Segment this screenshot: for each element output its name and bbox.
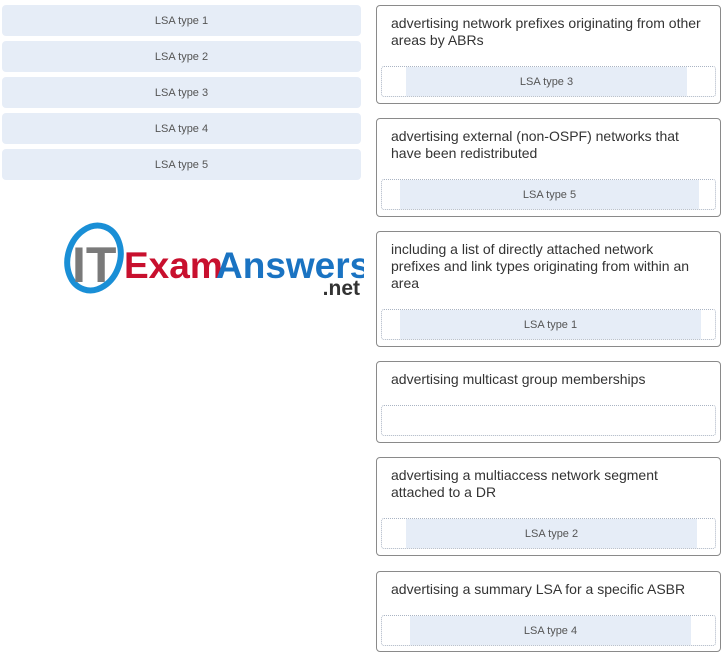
target-description: advertising a multiaccess network segmen… [391,467,658,500]
drag-item-lsa-type-4[interactable]: LSA type 4 [2,113,361,144]
logo-ring-icon [64,222,124,294]
dropped-answer[interactable]: LSA type 2 [406,519,697,548]
drag-item-lsa-type-2[interactable]: LSA type 2 [2,41,361,72]
target-card-3: including a list of directly attached ne… [376,231,721,347]
drop-zone[interactable]: LSA type 5 [381,179,716,210]
target-card-1: advertising network prefixes originating… [376,5,721,104]
target-card-4: advertising multicast group memberships [376,361,721,443]
drag-item-lsa-type-3[interactable]: LSA type 3 [2,77,361,108]
logo-net-text: .net [323,277,360,298]
target-description: advertising external (non-OSPF) networks… [391,128,679,161]
dropped-answer[interactable]: LSA type 3 [406,67,687,96]
drag-item-lsa-type-5[interactable]: LSA type 5 [2,149,361,180]
target-description: advertising a summary LSA for a specific… [391,581,686,597]
logo-exam-text: Exam [124,245,223,286]
target-description: including a list of directly attached ne… [391,241,690,291]
drop-zone[interactable]: LSA type 4 [381,615,716,646]
logo-graphic: IT Exam Answers .net [64,222,370,300]
dropped-answer[interactable]: LSA type 5 [400,180,699,209]
target-description: advertising network prefixes originating… [391,15,701,48]
target-card-6: advertising a summary LSA for a specific… [376,571,721,652]
dropped-answer[interactable]: LSA type 1 [400,310,701,339]
itexamanswers-logo: IT Exam Answers .net [64,222,370,300]
drop-zone[interactable]: LSA type 2 [381,518,716,549]
target-description: advertising multicast group memberships [391,371,646,387]
target-card-5: advertising a multiaccess network segmen… [376,457,721,556]
drag-item-lsa-type-1[interactable]: LSA type 1 [2,5,361,36]
drop-zone-empty[interactable] [381,405,716,436]
logo-it-text: IT [72,237,116,293]
logo-answers-text: Answers [216,245,364,286]
target-card-2: advertising external (non-OSPF) networks… [376,118,721,217]
drop-zone[interactable]: LSA type 3 [381,66,716,97]
dropped-answer[interactable]: LSA type 4 [410,616,691,645]
drop-zone[interactable]: LSA type 1 [381,309,716,340]
